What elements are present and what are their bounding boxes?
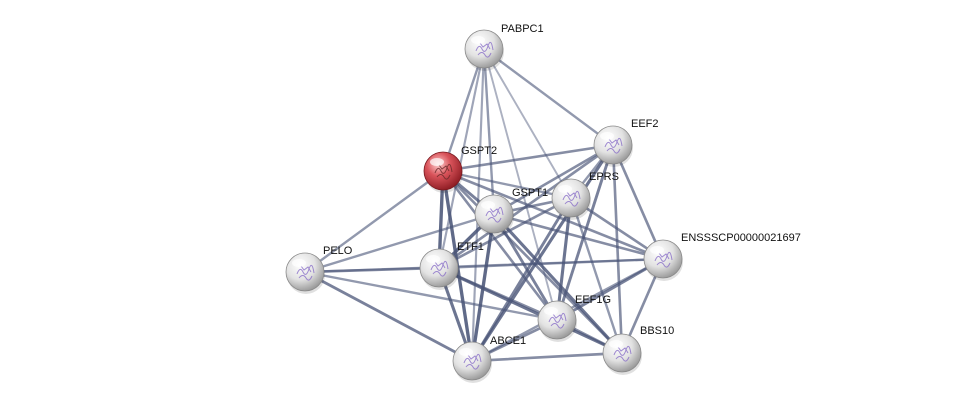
node-abce1[interactable]	[452, 341, 492, 383]
node-highlight	[544, 307, 558, 315]
edge-eprs-eef1g	[555, 196, 573, 322]
protein-structure-icon	[562, 190, 581, 207]
edge-gspt1-enssscp00000021697	[492, 212, 665, 261]
edge-eprs-bbs10	[569, 196, 624, 355]
node-sphere-abce1[interactable]	[452, 341, 492, 381]
protein-structure-icon	[485, 206, 504, 223]
node-label-pelo: PELO	[323, 245, 353, 257]
protein-structure-icon	[434, 163, 453, 180]
node-sphere-eef1g[interactable]	[537, 300, 577, 340]
edge-eprs-abce1	[470, 196, 573, 363]
node-gspt2[interactable]	[423, 151, 463, 193]
protein-structure-icon	[604, 137, 623, 154]
node-sphere-pabpc1[interactable]	[464, 29, 504, 69]
node-eef1g[interactable]	[537, 300, 577, 342]
node-label-etf1: ETF1	[457, 241, 484, 253]
edge-pabpc1-eef2	[482, 47, 615, 147]
node-highlight	[459, 348, 473, 356]
edge-pabpc1-etf1	[437, 47, 486, 270]
node-gspt1[interactable]	[474, 194, 514, 236]
protein-structure-icon	[430, 260, 449, 277]
edge-eef2-gspt1	[492, 143, 615, 216]
edge-gspt1-pelo	[303, 212, 496, 274]
edge-gspt2-eprs	[441, 169, 573, 200]
node-highlight	[426, 255, 440, 263]
node-label-gspt1: GSPT1	[512, 187, 548, 199]
edge-pelo-enssscp00000021697	[303, 257, 665, 274]
node-label-pabpc1: PABPC1	[501, 23, 544, 35]
edge-pabpc1-eprs	[483, 48, 572, 199]
node-sphere-etf1[interactable]	[419, 248, 459, 288]
node-sphere-enssscp00000021697[interactable]	[643, 239, 683, 279]
node-eprs[interactable]	[551, 178, 591, 220]
node-highlight	[558, 185, 572, 193]
node-sphere-gspt1[interactable]	[474, 194, 514, 234]
nodes-layer	[285, 29, 683, 383]
node-etf1[interactable]	[419, 248, 459, 290]
node-highlight	[650, 246, 664, 254]
node-sphere-bbs10[interactable]	[602, 333, 642, 373]
node-highlight	[600, 132, 614, 140]
node-label-eef2: EEF2	[631, 118, 659, 130]
node-sphere-eef2[interactable]	[593, 125, 633, 165]
node-pabpc1[interactable]	[464, 29, 504, 71]
edge-gspt1-eef1g	[492, 212, 559, 322]
edge-pabpc1-gspt2	[441, 47, 486, 173]
node-eef2[interactable]	[593, 125, 633, 167]
node-sphere-eprs[interactable]	[551, 178, 591, 218]
node-highlight	[430, 158, 444, 166]
node-label-abce1: ABCE1	[490, 335, 526, 347]
edge-bbs10-abce1	[470, 351, 624, 363]
edge-gspt2-eef2	[441, 143, 615, 173]
edge-eef2-bbs10	[611, 143, 624, 355]
protein-structure-icon	[654, 251, 673, 268]
node-label-gspt2: GSPT2	[461, 145, 497, 157]
node-sphere-gspt2[interactable]	[423, 151, 463, 191]
edge-gspt2-pelo	[303, 169, 445, 274]
node-label-enssscp00000021697: ENSSSCP00000021697	[681, 232, 801, 244]
node-enssscp00000021697[interactable]	[643, 239, 683, 281]
node-highlight	[292, 259, 306, 267]
protein-structure-icon	[548, 312, 567, 329]
edge-gspt2-enssscp00000021697	[441, 169, 665, 261]
node-highlight	[481, 201, 495, 209]
edge-gspt2-eef1g	[441, 169, 559, 322]
edge-pabpc1-gspt1	[482, 47, 496, 216]
node-label-bbs10: BBS10	[640, 325, 674, 337]
node-label-eef1g: EEF1G	[575, 294, 611, 306]
edge-eef2-enssscp00000021697	[611, 143, 665, 261]
node-label-eprs: EPRS	[589, 171, 619, 183]
edge-pelo-eef1g	[303, 270, 559, 322]
protein-structure-icon	[613, 345, 632, 362]
edge-gspt1-bbs10	[492, 212, 624, 355]
protein-structure-icon	[463, 353, 482, 370]
node-highlight	[471, 36, 485, 44]
edge-pelo-abce1	[303, 270, 474, 363]
node-bbs10[interactable]	[602, 333, 642, 375]
node-pelo[interactable]	[285, 252, 325, 294]
node-highlight	[609, 340, 623, 348]
protein-structure-icon	[296, 264, 315, 281]
protein-structure-icon	[475, 41, 494, 58]
node-sphere-pelo[interactable]	[285, 252, 325, 292]
